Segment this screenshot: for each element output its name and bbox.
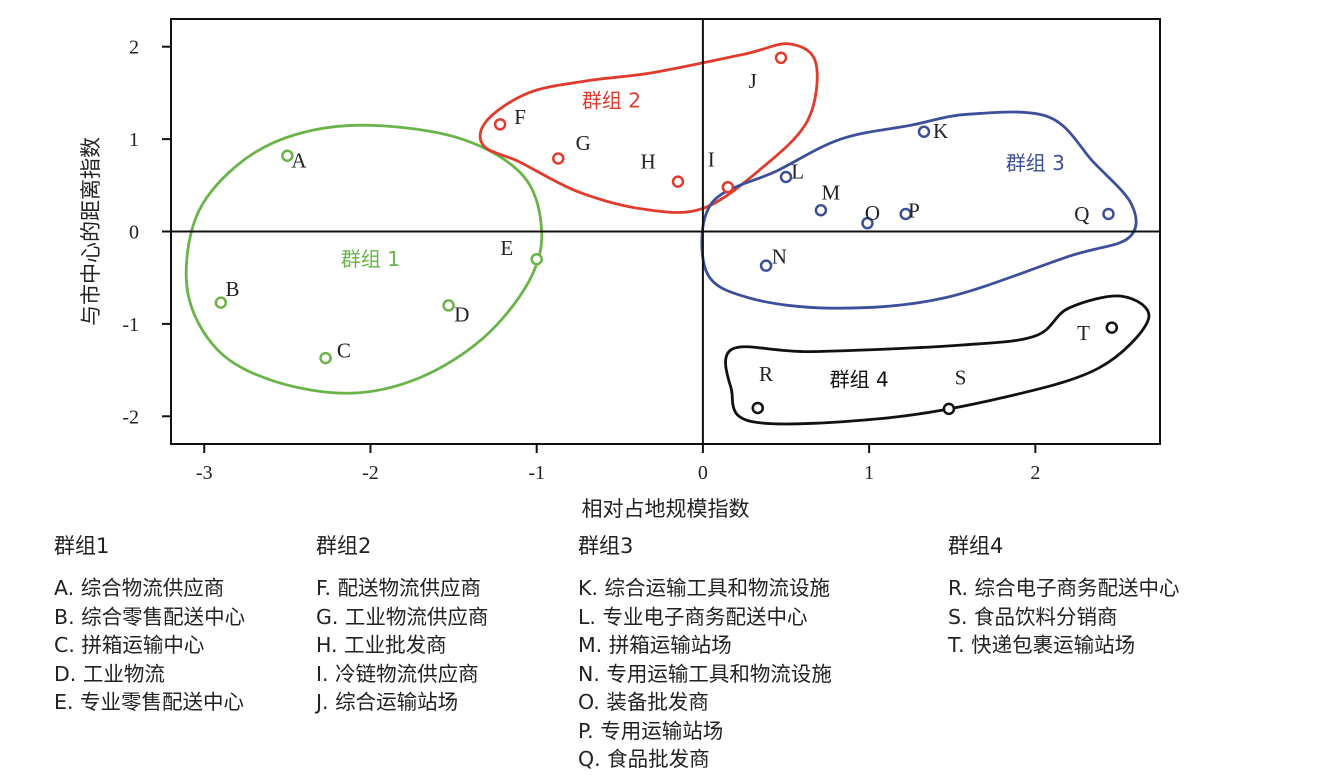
legend-title: 群组3 — [578, 534, 634, 558]
y-tick-label: -1 — [122, 314, 139, 336]
legend-col-2: 群组2 F. 配送物流供应商 G. 工业物流供应商 H. 工业批发商 I. 冷链… — [316, 532, 488, 717]
legend-item: R. 综合电子商务配送中心 — [948, 576, 1180, 600]
axes — [170, 18, 1161, 445]
point-label-G: G — [576, 131, 591, 155]
point-G — [552, 152, 565, 165]
legend-title: 群组1 — [54, 534, 110, 558]
legend-item: E. 专业零售配送中心 — [54, 690, 244, 714]
point-K — [917, 125, 931, 138]
y-axis-title: 与市中心的距离指数 — [79, 137, 103, 326]
group-outline — [184, 123, 544, 395]
point-label-J: J — [749, 69, 757, 93]
point-F — [493, 118, 507, 131]
point-label-L: L — [791, 159, 804, 183]
x-tick-label: -1 — [528, 462, 545, 484]
data-points — [214, 51, 1119, 416]
group-outline — [478, 42, 819, 214]
legend-title: 群组2 — [316, 534, 372, 558]
point-N — [759, 259, 773, 272]
point-label-I: I — [708, 147, 715, 171]
point-M — [814, 204, 828, 217]
point-C — [319, 351, 332, 365]
x-tick-label: 1 — [864, 462, 874, 484]
point-B — [214, 296, 228, 309]
y-tick-label: 1 — [129, 129, 139, 151]
legend-item: S. 食品饮料分销商 — [948, 604, 1118, 629]
legend-item: K. 综合运输工具和物流设施 — [578, 576, 830, 600]
point-H — [671, 175, 685, 188]
legend-item: N. 专用运输工具和物流设施 — [578, 661, 832, 686]
x-tick-label: -3 — [196, 462, 213, 484]
group-outlines — [184, 42, 1151, 426]
legend-col-4: 群组4 R. 综合电子商务配送中心 S. 食品饮料分销商 T. 快递包裹运输站场 — [948, 532, 1180, 660]
point-label-M: M — [822, 181, 841, 205]
legend-item: L. 专业电子商务配送中心 — [578, 604, 808, 629]
legend-item: F. 配送物流供应商 — [316, 576, 482, 600]
point-label-D: D — [454, 303, 469, 327]
legend-item: H. 工业批发商 — [316, 633, 447, 657]
group-label: 群组 3 — [1006, 151, 1065, 175]
point-label-A: A — [291, 148, 307, 172]
point-label-O: O — [865, 201, 880, 225]
y-tick-label: 0 — [129, 222, 139, 244]
legend-item: J. 综合运输站场 — [316, 690, 459, 714]
y-tick-label: -2 — [122, 406, 139, 428]
point-S — [942, 402, 956, 416]
legend-item: A. 综合物流供应商 — [54, 576, 225, 600]
legend-col-1: 群组1 A. 综合物流供应商 B. 综合零售配送中心 C. 拼箱运输中心 D. … — [54, 532, 245, 717]
legend-item: G. 工业物流供应商 — [316, 604, 489, 629]
point-labels: A B C D E F G H I J K LM N O P Q R S T — [225, 69, 1090, 390]
point-Q — [1102, 207, 1115, 221]
legend-item: T. 快递包裹运输站场 — [948, 633, 1136, 657]
x-axis-title: 相对占地规模指数 — [582, 497, 750, 521]
point-label-F: F — [514, 105, 526, 129]
point-T — [1105, 321, 1119, 334]
group-outline — [700, 110, 1138, 310]
point-R — [751, 401, 765, 415]
group-label: 群组 2 — [582, 88, 641, 112]
legend-item: B. 综合零售配送中心 — [54, 604, 246, 629]
legend-item: I. 冷链物流供应商 — [316, 661, 479, 686]
point-A — [281, 149, 294, 162]
legend-title: 群组4 — [948, 534, 1004, 558]
point-label-S: S — [955, 365, 967, 389]
point-L — [779, 170, 793, 184]
point-label-P: P — [908, 198, 920, 222]
ticks: -3 -2 -1 0 1 2 -2 -1 0 1 2 — [122, 37, 1040, 484]
point-label-K: K — [933, 119, 948, 143]
legend-col-3: 群组3 K. 综合运输工具和物流设施 L. 专业电子商务配送中心 M. 拼箱运输… — [578, 532, 832, 774]
point-label-Q: Q — [1074, 202, 1089, 226]
point-label-R: R — [759, 362, 773, 386]
x-tick-label: -2 — [362, 462, 379, 484]
point-P — [899, 207, 912, 221]
y-tick-label: 2 — [129, 37, 139, 59]
legend-item: O. 装备批发商 — [578, 690, 709, 714]
point-label-T: T — [1077, 321, 1090, 345]
legend-item: M. 拼箱运输站场 — [578, 633, 732, 657]
group-label: 群组 4 — [830, 367, 889, 391]
group-labels: 群组 1 群组 2 群组 3 群组 4 — [341, 88, 1065, 391]
point-E — [530, 252, 543, 266]
point-label-H: H — [640, 149, 655, 173]
group-label: 群组 1 — [341, 247, 400, 271]
group-outline — [724, 294, 1151, 426]
legend-item: P. 专用运输站场 — [578, 718, 724, 743]
legend-item: C. 拼箱运输中心 — [54, 633, 205, 657]
point-I — [721, 180, 735, 194]
point-D — [442, 299, 455, 312]
point-label-C: C — [337, 339, 351, 363]
point-label-N: N — [772, 244, 787, 268]
legend-item: Q. 食品批发商 — [578, 747, 710, 771]
scatter-chart: -3 -2 -1 0 1 2 -2 -1 0 1 2 A B C D E F G H I J K LM N O P Q R S T 群组… — [79, 18, 1161, 521]
x-tick-label: 2 — [1030, 462, 1040, 484]
point-O — [861, 216, 874, 230]
point-J — [774, 51, 788, 65]
point-label-E: E — [500, 236, 513, 260]
x-tick-label: 0 — [698, 462, 708, 484]
point-label-B: B — [225, 277, 239, 301]
legend-item: D. 工业物流 — [54, 661, 165, 686]
